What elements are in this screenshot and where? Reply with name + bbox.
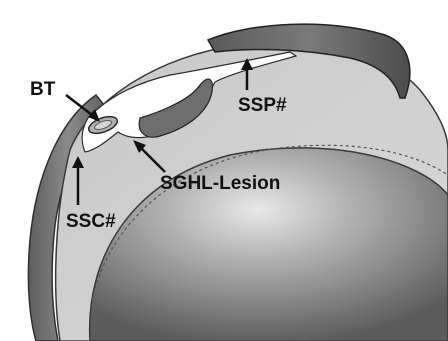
- label-bt: BT: [30, 79, 56, 100]
- label-ssp: SSP#: [238, 95, 287, 116]
- label-sghl-lesion: SGHL-Lesion: [160, 173, 280, 194]
- label-ssc: SSC#: [66, 211, 116, 232]
